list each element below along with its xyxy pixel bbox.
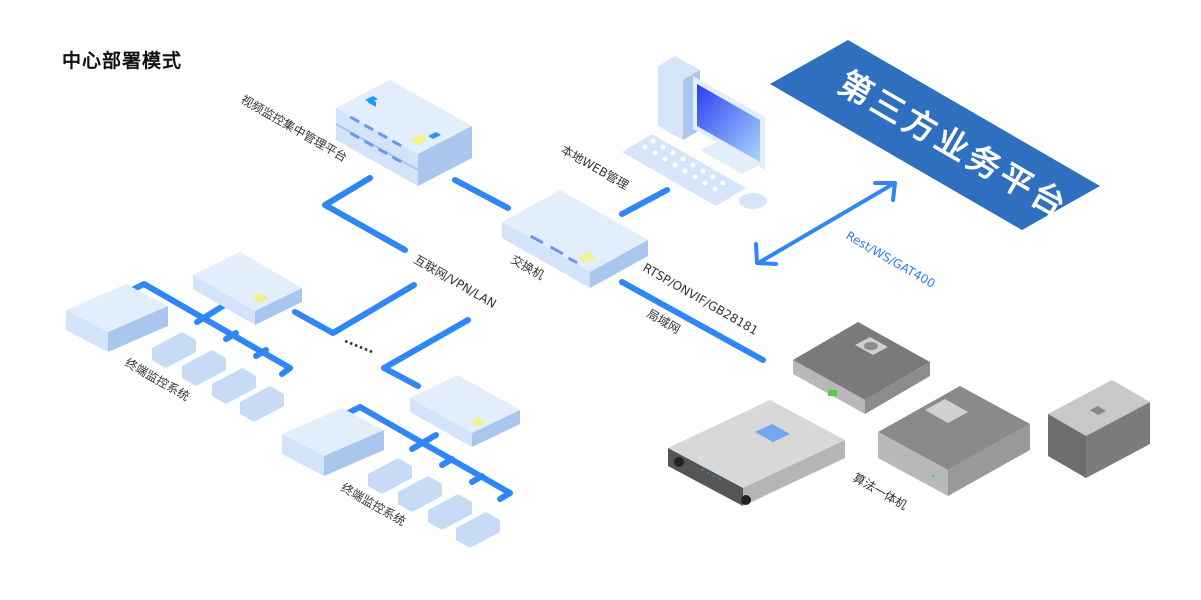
terminal-system-2 xyxy=(282,375,520,548)
third-party-platform-banner[interactable]: 第三方业务平台 xyxy=(770,40,1100,230)
edge-box-large xyxy=(878,386,1030,496)
bus-terminal-2-tap-c xyxy=(469,473,485,485)
nvr-2 xyxy=(282,408,384,456)
link-net-branch-2 xyxy=(381,317,471,389)
label-algo-box: 算法一体机 xyxy=(851,470,910,513)
link-switch-lan xyxy=(619,279,766,363)
rack-server xyxy=(668,400,845,506)
bus-terminal-2-tap-a xyxy=(409,432,439,452)
algorithm-hardware xyxy=(668,322,1150,506)
central-platform-server xyxy=(335,80,472,186)
link-switch-pc xyxy=(619,187,670,217)
bus-terminal-1-tap-a xyxy=(194,303,226,325)
camera-group-1 xyxy=(152,332,284,422)
switch-device xyxy=(502,190,648,288)
bus-terminal-1-tap-c xyxy=(253,347,269,359)
nvr-1 xyxy=(66,284,168,332)
bus-terminal-2 xyxy=(345,404,513,502)
label-network: 互联网/VPN/LAN xyxy=(412,252,499,310)
label-ellipsis: ······ xyxy=(341,334,377,361)
terminal-system-1 xyxy=(66,252,302,422)
label-local-web: 本地WEB管理 xyxy=(559,142,632,193)
link-platform-left xyxy=(322,175,408,253)
switch-1 xyxy=(193,252,302,311)
api-arrow-line xyxy=(758,182,895,264)
camera-group-2 xyxy=(368,458,500,548)
bus-terminal-1 xyxy=(129,281,293,377)
page-title: 中心部署模式 xyxy=(62,50,183,72)
api-arrow-head-up xyxy=(873,181,897,202)
local-pc xyxy=(622,56,767,209)
link-platform-switch xyxy=(452,177,511,211)
label-api: Rest/WS/GAT400 xyxy=(844,228,938,290)
link-net-branch-1 xyxy=(292,282,417,336)
edge-box-small xyxy=(793,322,930,414)
bus-terminal-1-tap-b xyxy=(223,330,239,342)
label-central-platform: 视频监控集中管理平台 xyxy=(239,92,350,165)
connection-lines xyxy=(129,175,897,502)
api-arrow-head-down xyxy=(754,242,778,266)
gpu-server xyxy=(1048,380,1150,478)
banner-shape xyxy=(770,40,1100,230)
banner-label: 第三方业务平台 xyxy=(832,63,1076,226)
switch-2 xyxy=(410,375,520,433)
bus-terminal-2-tap-b xyxy=(439,456,455,468)
